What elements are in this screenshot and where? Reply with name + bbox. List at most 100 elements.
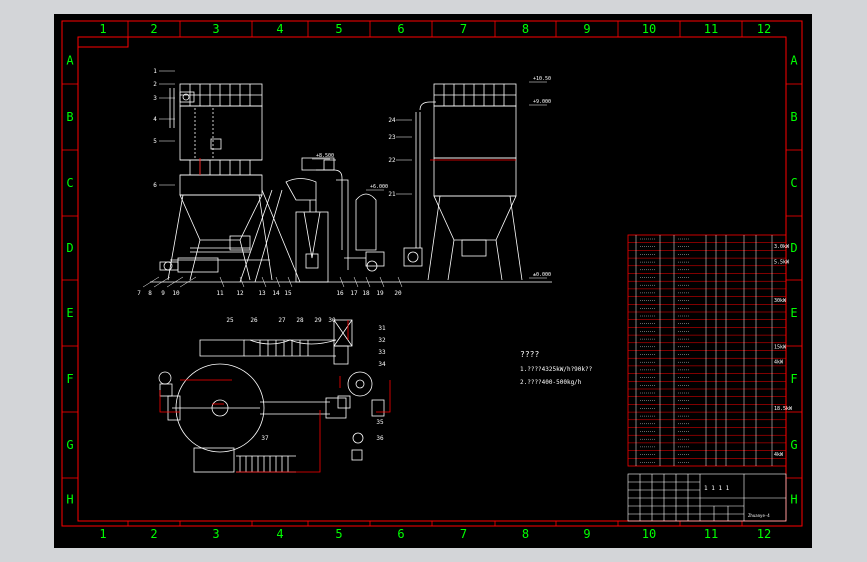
column-label-top: 4 — [276, 22, 283, 36]
leader-number: 4 — [153, 116, 157, 123]
row-label-right: G — [790, 438, 797, 452]
grid-ticks — [62, 21, 802, 526]
leader-number: 15 — [284, 290, 292, 297]
column-label-top: 1 — [99, 22, 106, 36]
plan-leader-number: 33 — [378, 349, 386, 356]
leader-line — [365, 276, 371, 288]
elevation-mark: +6.000 — [370, 184, 388, 190]
leader-number: 16 — [336, 290, 344, 297]
column-label-bottom: 6 — [397, 527, 404, 541]
column-label-top: 8 — [522, 22, 529, 36]
column-label-top: 5 — [335, 22, 342, 36]
column-label-top: 7 — [460, 22, 467, 36]
leader-number: 6 — [153, 182, 157, 189]
plan-leader-number: 27 — [278, 317, 286, 324]
elevation-mark: +9.000 — [533, 99, 551, 105]
leader-line — [239, 276, 245, 288]
leader-number: 21 — [388, 191, 396, 198]
plan-accent — [159, 320, 391, 473]
vertical-duct — [336, 179, 366, 270]
leader-line — [379, 276, 385, 288]
elevation-marks: +10.50 +9.000 +8.500 +6.000 ±0.000 — [312, 76, 551, 279]
technical-notes: ???? 1.????4325kW/h?90k?? 2.????400-500k… — [520, 350, 593, 386]
row-label-left: G — [66, 438, 73, 452]
notes-title: ???? — [520, 350, 539, 359]
notes-line-1: 1.????4325kW/h?90k?? — [520, 366, 593, 373]
column-label-bottom: 12 — [757, 527, 771, 541]
leader-number: 19 — [376, 290, 384, 297]
leader-number: 9 — [161, 290, 165, 297]
column-label-bottom: 9 — [583, 527, 590, 541]
leader-number: 7 — [137, 290, 141, 297]
drawing-number: Zhuanye-4 — [748, 513, 770, 518]
row-label-right: E — [790, 306, 797, 320]
leader-line — [275, 276, 281, 288]
column-label-top: 9 — [583, 22, 590, 36]
leader-number: 20 — [394, 290, 402, 297]
elevation-view — [150, 83, 552, 283]
elevation-mark: +10.50 — [533, 76, 551, 82]
bom-power-mark: 4kW — [774, 360, 784, 366]
fan-plan — [347, 371, 373, 397]
induced-draft-fan — [403, 101, 436, 267]
row-label-left: C — [66, 176, 73, 190]
column-label-bottom: 10 — [642, 527, 656, 541]
leader-number: 12 — [236, 290, 244, 297]
column-label-top: 3 — [212, 22, 219, 36]
row-label-left: A — [66, 54, 74, 68]
leader-number: 8 — [148, 290, 152, 297]
leader-line — [142, 276, 160, 288]
row-label-left: B — [66, 110, 73, 124]
leader-line — [353, 276, 359, 288]
plan-leader-number: 37 — [261, 435, 269, 442]
leader-line — [261, 276, 267, 288]
row-label-left: F — [66, 372, 73, 386]
title-caption: 1 1 1 1 — [704, 485, 730, 492]
column-label-bottom: 11 — [704, 527, 718, 541]
plan-leader-number: 25 — [226, 317, 234, 324]
bom-power-mark: 15kW — [774, 344, 787, 350]
row-label-right: B — [790, 110, 797, 124]
column-label-top: 6 — [397, 22, 404, 36]
row-label-left: H — [66, 493, 73, 507]
leader-line — [179, 276, 197, 288]
bom-power-mark: 30kW — [774, 298, 787, 304]
wet-scrubber — [355, 193, 385, 272]
column-label-bottom: 4 — [276, 527, 283, 541]
plan-leader-number: 29 — [314, 317, 322, 324]
drying-tower — [159, 83, 273, 281]
leader-number: 24 — [388, 117, 396, 124]
bom-power-mark: 18.5kW — [774, 406, 793, 412]
row-label-right: H — [790, 493, 797, 507]
leader-number: 10 — [172, 290, 180, 297]
plan-leader-number: 26 — [250, 317, 258, 324]
row-label-left: E — [66, 306, 73, 320]
plan-leader-number: 31 — [378, 325, 386, 332]
leader-number: 2 — [153, 81, 157, 88]
column-label-bottom: 2 — [150, 527, 157, 541]
elevation-mark: ±0.000 — [533, 272, 551, 278]
title-block — [627, 473, 787, 522]
support-lattice — [239, 189, 301, 283]
corner-marker — [78, 37, 129, 48]
leader-line — [397, 276, 403, 288]
leader-number: 23 — [388, 134, 396, 141]
leader-number: 17 — [350, 290, 358, 297]
plan-leader-number: 28 — [296, 317, 304, 324]
column-label-bottom: 7 — [460, 527, 467, 541]
column-label-top: 11 — [704, 22, 718, 36]
column-label-top: 2 — [150, 22, 157, 36]
elevation-accent — [199, 158, 516, 175]
leader-line — [166, 276, 184, 288]
elevation-mark: +8.500 — [316, 153, 334, 159]
row-label-right: D — [790, 241, 797, 255]
leader-line — [153, 276, 171, 288]
leader-line — [339, 276, 345, 288]
row-label-right: F — [790, 372, 797, 386]
column-label-top: 10 — [642, 22, 656, 36]
